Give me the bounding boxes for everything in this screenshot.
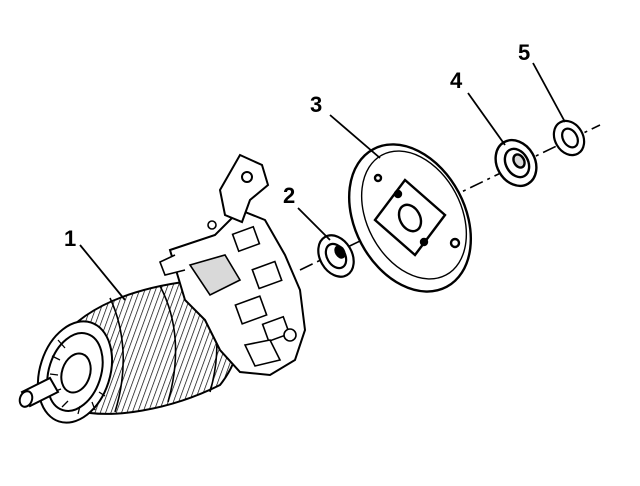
armature-rotor — [18, 278, 241, 424]
callout-3: 3 — [310, 92, 322, 117]
callout-1: 1 — [64, 226, 76, 251]
end-plate-part-3 — [347, 143, 473, 293]
callout-labels: 1 2 3 4 5 — [64, 40, 530, 251]
brush-holder-assembly — [158, 153, 307, 377]
callout-5: 5 — [518, 40, 530, 65]
shaft-tip — [18, 390, 34, 408]
brush-holder-details — [158, 220, 297, 367]
leader-5 — [532, 62, 566, 123]
callout-4: 4 — [450, 68, 463, 93]
leader-lines — [79, 62, 566, 301]
leader-1 — [79, 244, 126, 301]
washer-part-5 — [552, 119, 586, 157]
callout-2: 2 — [283, 183, 295, 208]
tab-hole — [241, 171, 253, 183]
armature-hub — [60, 352, 92, 394]
bearing-part-4 — [494, 138, 538, 188]
bearing-part-2 — [317, 234, 355, 278]
leader-3 — [329, 114, 381, 159]
leader-4 — [467, 92, 506, 146]
leader-2 — [297, 207, 331, 241]
mounting-tab — [218, 153, 270, 224]
